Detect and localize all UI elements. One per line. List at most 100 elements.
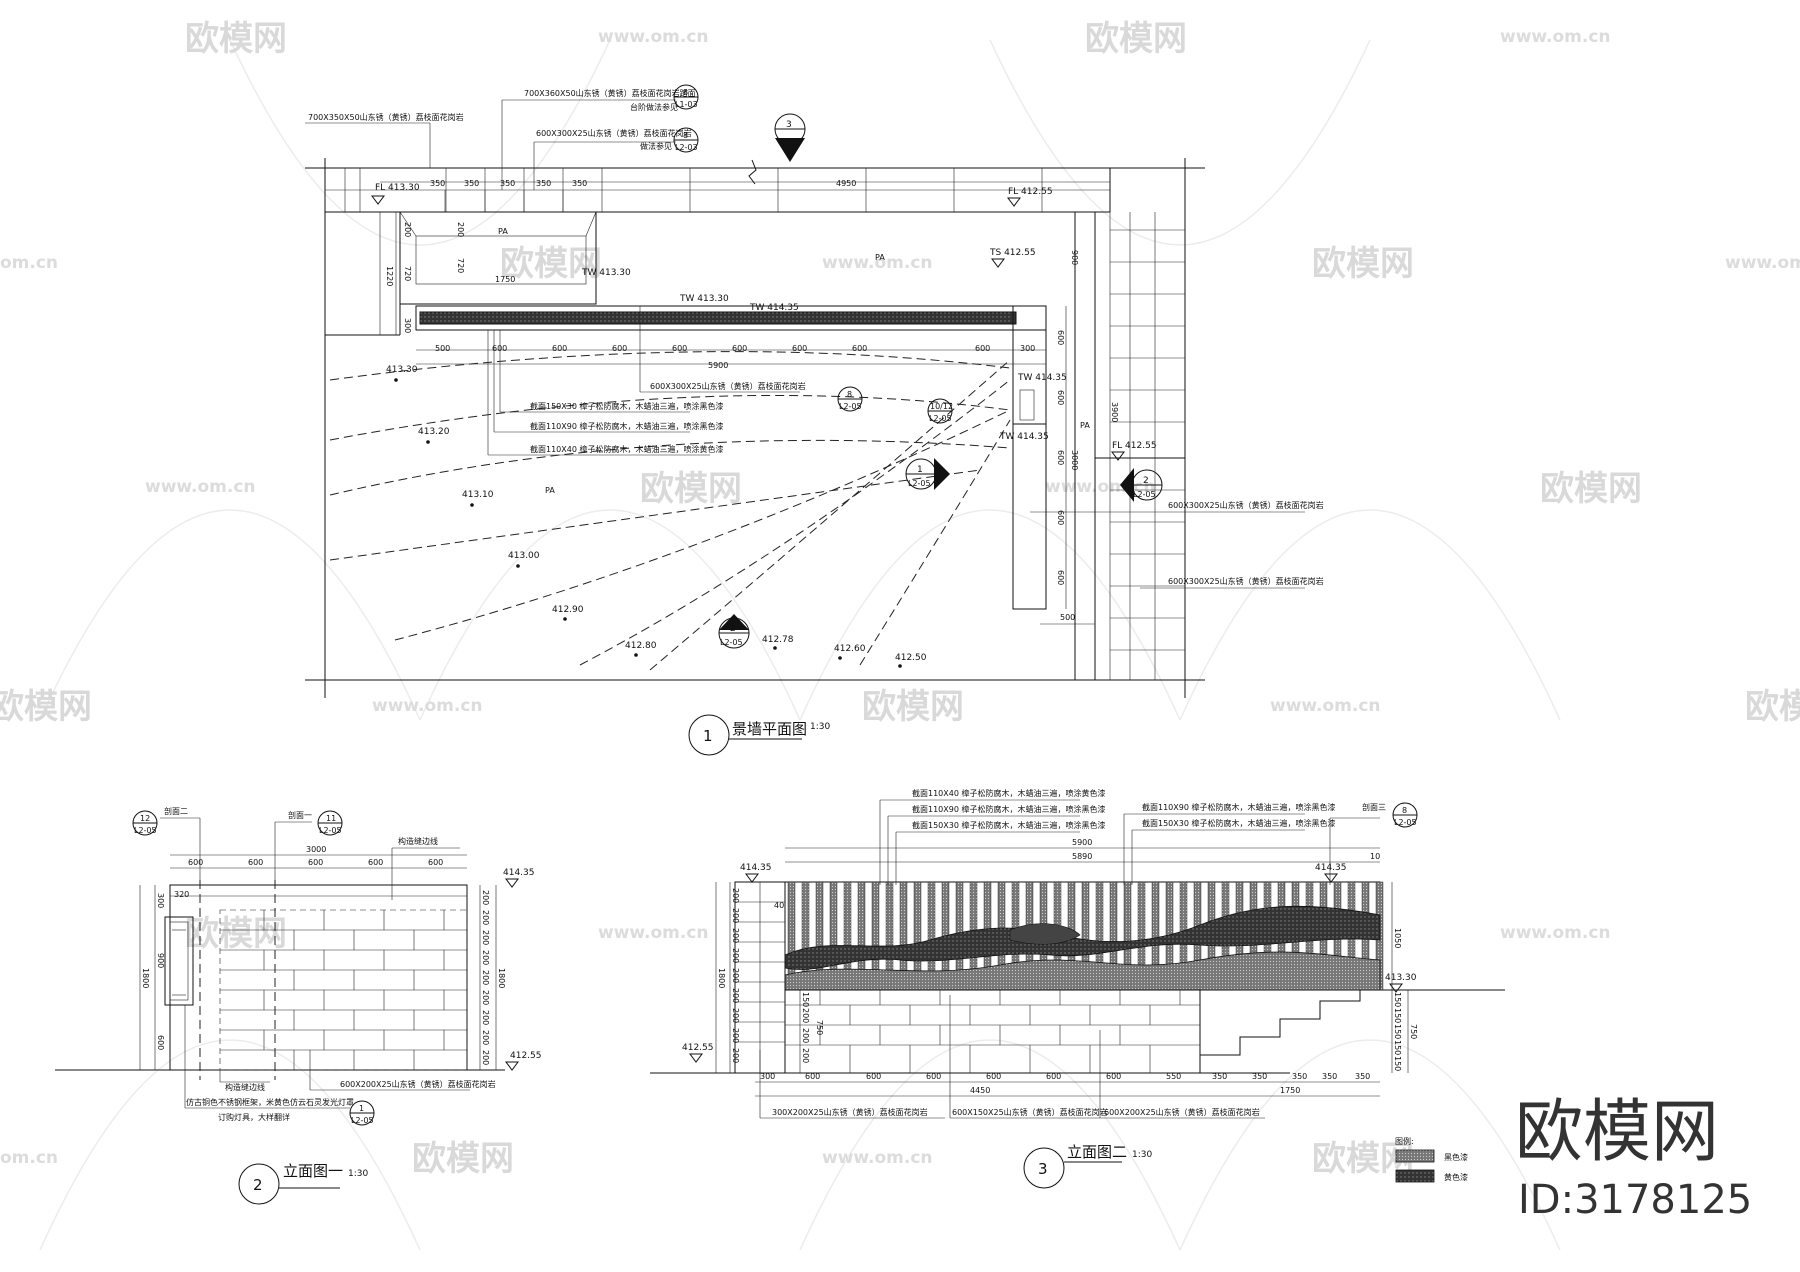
section-ref-number: 10/12: [930, 402, 953, 411]
note-text: 600X200X25山东锈（黄锈）荔枝面花岗岩: [340, 1079, 496, 1089]
section-label: 构造缝边线: [225, 1082, 265, 1092]
callout-text: 600X300X25山东锈（黄锈）荔枝面花岗岩: [1168, 500, 1324, 510]
dim-label: 600: [975, 344, 990, 353]
callout-text: 截面110X90 樟子松防腐木，木蜡油三遍，喷涂黑色漆: [530, 421, 723, 431]
dim-label: 200: [481, 1050, 490, 1065]
plan-title-block: 1 景墙平面图 1:30: [688, 714, 830, 756]
watermark-url: www.om.cn: [598, 923, 709, 943]
elevation-one: 600 600 600 600 600 3000 300 900 600 180…: [55, 806, 542, 1205]
level-label: FL 412.55: [1112, 441, 1157, 451]
dim-label: 200: [481, 1030, 490, 1045]
elev2-dims-left-two: 150 200 200 200 750: [799, 990, 824, 1073]
dim-label: 200: [481, 1010, 490, 1025]
dim-label: 600: [926, 1072, 941, 1081]
callout-text: 台阶做法参见: [630, 102, 678, 112]
plan-dims-right: 900 600 600 600 600 600 3900 3000 500: [1040, 250, 1119, 625]
dim-label: 550: [1166, 1072, 1181, 1081]
dim-label: 600: [672, 344, 687, 353]
section-ref-sheet: L2-05: [1133, 490, 1156, 499]
elev2-callouts: 截面110X40 樟子松防腐木，木蜡油三遍，喷涂黄色漆 截面110X90 樟子松…: [879, 788, 1386, 885]
contour-label: 412.78: [762, 635, 794, 645]
dim-label: 200: [801, 1028, 810, 1043]
section-ref-number: 11: [326, 814, 336, 823]
brand-id: ID:3178125: [1518, 1177, 1752, 1223]
level-label: 414.35: [740, 863, 772, 873]
dim-label: 200: [456, 222, 465, 237]
elev2-wave-band-dark: [784, 905, 1381, 970]
watermark-brand: 欧模网: [640, 469, 742, 509]
section-ref-number: 12: [140, 814, 150, 823]
callout-text: 700X350X50山东锈（黄锈）荔枝面花岗岩: [308, 112, 464, 122]
dim-label: 40: [774, 901, 784, 910]
watermark-brand: 欧模网: [185, 19, 287, 59]
contour-label: 413.00: [508, 551, 540, 561]
material-note: 300X200X25山东锈（黄锈）荔枝面花岗岩: [772, 1107, 928, 1117]
dim-label: 900: [156, 953, 165, 968]
dim-label: 350: [1322, 1072, 1337, 1081]
section-ref-number: 8: [847, 390, 852, 399]
watermark-brand: 欧模网: [862, 687, 964, 727]
elev1-section-refs: 12 L2-05 11 L2-05 1 L2-05: [132, 810, 375, 1126]
watermark-brand: 欧模网: [0, 687, 92, 727]
watermark-url: www.om.cn: [822, 1148, 933, 1168]
elev2-material-notes: 300X200X25山东锈（黄锈）荔枝面花岗岩 600X150X25山东锈（黄锈…: [759, 995, 1265, 1119]
dim-label: 5890: [1072, 852, 1092, 861]
section-ref-sheet: L2-05: [908, 479, 931, 488]
section-ref-sheet: L1-03: [675, 100, 698, 109]
contour-label: 413.10: [462, 490, 494, 500]
dim-label: 600: [156, 1035, 165, 1050]
level-label: 412.55: [682, 1043, 714, 1053]
elev1-scale: 1:30: [348, 1169, 368, 1179]
plan-levels: FL 413.30 FL 412.55 TS 412.55 TW 413.30 …: [371, 183, 1157, 461]
elev2-number: 3: [1038, 1160, 1048, 1178]
section-ref-number: 3: [786, 120, 792, 130]
dim-label: 200: [731, 1008, 740, 1023]
dim-label: 3000: [306, 845, 326, 854]
watermark-url: www.om.cn: [598, 27, 709, 47]
callout-text: 截面110X90 樟子松防腐木，木蜡油三遍，喷涂黑色漆: [912, 804, 1105, 814]
elev2-stone-pattern: [785, 990, 1200, 1073]
dim-label: 600: [805, 1072, 820, 1081]
callout-text: 做法参见: [640, 141, 672, 151]
dim-label: 1800: [497, 968, 506, 988]
plan-title: 景墙平面图: [732, 720, 807, 738]
dim-label: 600: [428, 858, 443, 867]
elev1-number: 2: [253, 1176, 263, 1194]
dim-label: 150: [1393, 1024, 1402, 1039]
dim-label: 200: [731, 888, 740, 903]
plan-dims-bottom: 500 600 600 600 600 600 600 600 600 300 …: [435, 344, 1035, 370]
dim-label: 300: [1020, 344, 1035, 353]
level-label: FL 412.55: [1008, 187, 1053, 197]
pa-label: PA: [875, 253, 885, 262]
dim-label: 5900: [1072, 838, 1092, 847]
legend-swatch-black: [1395, 1149, 1435, 1163]
dim-label: 200: [731, 948, 740, 963]
callout-text: 600X300X25山东锈（黄锈）荔枝面花岗岩: [1168, 576, 1324, 586]
dim-label: 320: [174, 890, 189, 899]
dim-label: 1800: [141, 968, 150, 988]
callout-text: 700X360X50山东锈（黄锈）荔枝面花岗岩踏面: [524, 88, 696, 98]
dim-label: 200: [731, 1048, 740, 1063]
dim-label: 600: [612, 344, 627, 353]
dim-label: 600: [188, 858, 203, 867]
dim-label: 300: [760, 1072, 775, 1081]
contour-label: 413.20: [418, 427, 450, 437]
dim-label: 1800: [717, 968, 726, 988]
dim-label: 350: [430, 179, 445, 188]
watermark-url: www.om.cn: [372, 696, 483, 716]
dim-label: 200: [731, 988, 740, 1003]
level-label: 412.55: [510, 1051, 542, 1061]
dim-label: 150: [1393, 1040, 1402, 1055]
elev1-title-block: 2 立面图一 1:30: [238, 1162, 368, 1205]
section-ref-number: 1: [917, 465, 923, 475]
section-ref-sheet: L2-05: [319, 826, 342, 835]
section-label: 剖面三: [1362, 802, 1386, 812]
watermark-url: www.om.cn: [1725, 253, 1800, 273]
brand-block: 欧模网 ID:3178125: [1515, 1093, 1752, 1223]
contour-label: 412.50: [895, 653, 927, 663]
callout-text: 截面150X30 樟子松防腐木，木蜡油三遍，喷涂黑色漆: [1142, 818, 1335, 828]
contour-label: 412.90: [552, 605, 584, 615]
elev2-scale: 1:30: [1132, 1150, 1152, 1160]
level-label: 413.30: [1385, 973, 1417, 983]
dim-label: 200: [481, 970, 490, 985]
